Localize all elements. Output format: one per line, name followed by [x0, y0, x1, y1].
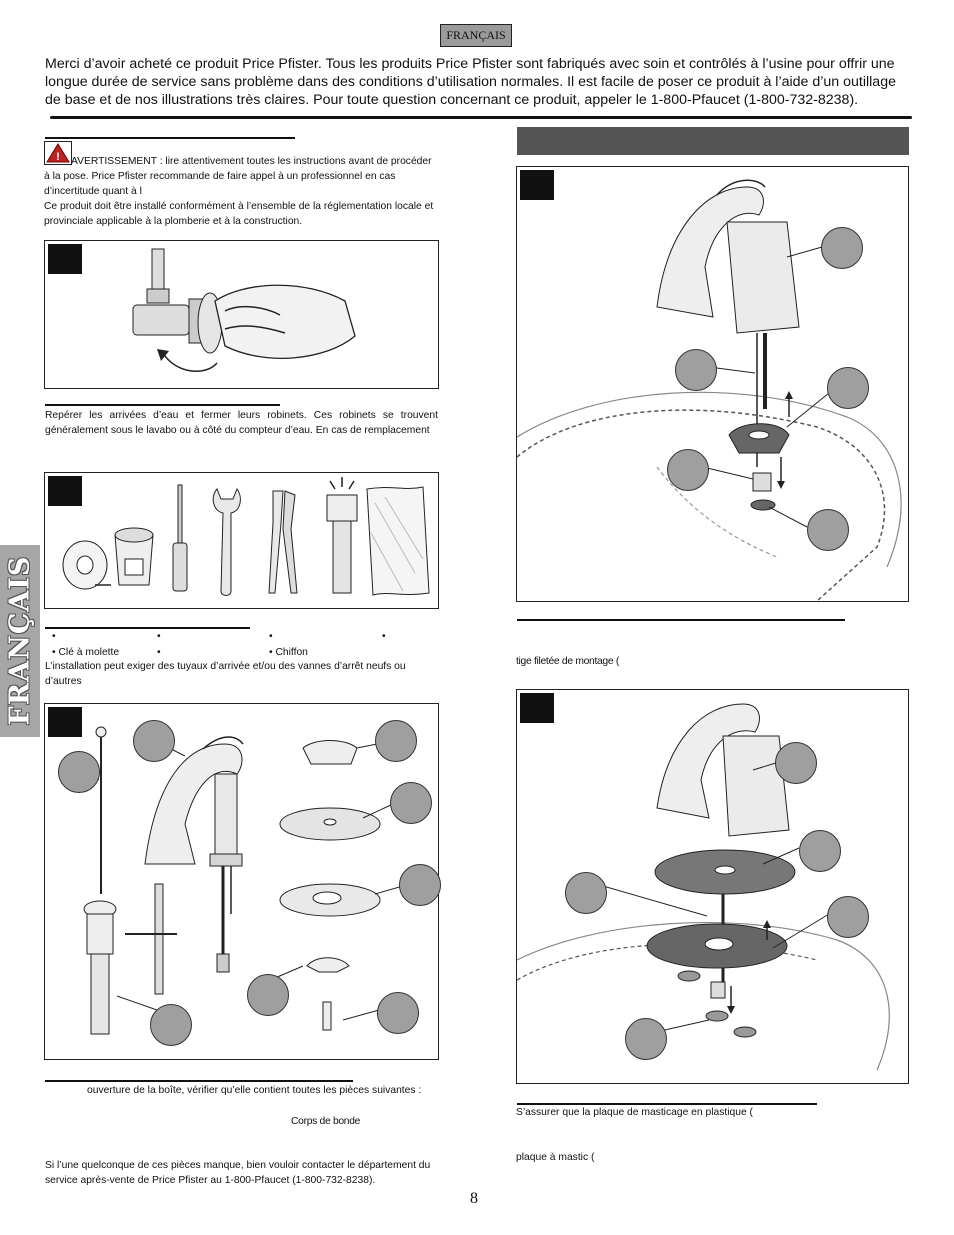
section-rule — [45, 137, 295, 139]
intro-paragraph: Merci d’avoir acheté ce produit Price Pf… — [45, 56, 896, 108]
side-tab-label: FRANÇAIS — [4, 555, 36, 726]
tools-item-rag: • Chiffon — [269, 647, 308, 658]
header-divider — [50, 116, 912, 119]
section-rule — [517, 619, 845, 621]
parts-illustration — [80, 726, 404, 1035]
gasket-text: S’assurer que la plaque de masticage en … — [516, 1107, 753, 1118]
shutoff-valve-illustration — [132, 248, 356, 372]
callout-mounting-rod — [565, 872, 607, 914]
callout-faucet — [821, 227, 863, 269]
callout-putty-plate — [399, 864, 441, 906]
mounting-text: tige filetée de montage ( — [516, 656, 619, 667]
page-number: 8 — [470, 1190, 478, 1207]
water-supply-text: Repérer les arrivées d’eau et fermer leu… — [45, 410, 438, 436]
figure-parts — [44, 703, 441, 1060]
callout-nut — [667, 449, 709, 491]
callout-deck-plate — [799, 830, 841, 872]
tools-bullet-1: • — [52, 631, 56, 642]
tools-illustration — [62, 477, 430, 596]
tools-bullet-4: • — [382, 631, 386, 642]
tools-item-wrench: • Clé à molette — [52, 647, 120, 658]
step-marker — [520, 170, 554, 200]
step-marker — [48, 244, 82, 274]
section-header-bar — [517, 127, 909, 155]
tools-bullet-5: • — [157, 647, 161, 658]
callout-deck-plate — [390, 782, 432, 824]
parts-missing-text: Si l’une quelconque de ces pièces manque… — [45, 1160, 431, 1186]
figure-deck-plate — [516, 689, 909, 1084]
callout-nut — [625, 1018, 667, 1060]
tools-bullet-2: • — [157, 631, 161, 642]
callout-gasket — [375, 720, 417, 762]
warning-line2: Ce produit doit être installé conforméme… — [44, 201, 434, 227]
callout-mounting-rod — [675, 349, 717, 391]
step-marker — [48, 476, 82, 506]
figure-tools — [44, 472, 439, 609]
warning-text: AVERTISSEMENT : lire attentivement toute… — [44, 154, 438, 229]
tools-note: L’installation peut exiger des tuyaux d’… — [45, 661, 406, 687]
callout-putty-plate — [827, 896, 869, 938]
parts-drain-body: Corps de bonde — [291, 1116, 361, 1127]
putty-text: plaque à mastic ( — [516, 1152, 595, 1163]
callout-hole — [807, 509, 849, 551]
step-marker — [520, 693, 554, 723]
callout-drain — [150, 1004, 192, 1046]
mounting-illustration — [517, 179, 902, 601]
callout-lift-rod — [58, 751, 100, 793]
callout-nut — [247, 974, 289, 1016]
deck-plate-illustration — [517, 703, 890, 1071]
language-tag: FRANÇAIS — [440, 24, 512, 47]
callout-faucet — [133, 720, 175, 762]
section-rule — [45, 627, 250, 629]
tools-bullet-3: • — [269, 631, 273, 642]
section-rule — [45, 1080, 353, 1082]
callout-gasket — [827, 367, 869, 409]
callout-spacer — [377, 992, 419, 1034]
warning-icon: ! — [44, 141, 72, 165]
callout-faucet — [775, 742, 817, 784]
parts-intro: ouverture de la boîte, vérifier qu’elle … — [87, 1085, 422, 1096]
step-marker — [48, 707, 82, 737]
section-rule — [45, 404, 280, 406]
figure-shutoff-valve — [44, 240, 439, 389]
figure-mounting-faucet — [516, 166, 909, 602]
section-rule — [517, 1103, 817, 1105]
warning-line1: AVERTISSEMENT : lire attentivement toute… — [44, 156, 432, 197]
language-side-tab: FRANÇAIS — [0, 545, 40, 737]
svg-text:!: ! — [56, 151, 60, 163]
